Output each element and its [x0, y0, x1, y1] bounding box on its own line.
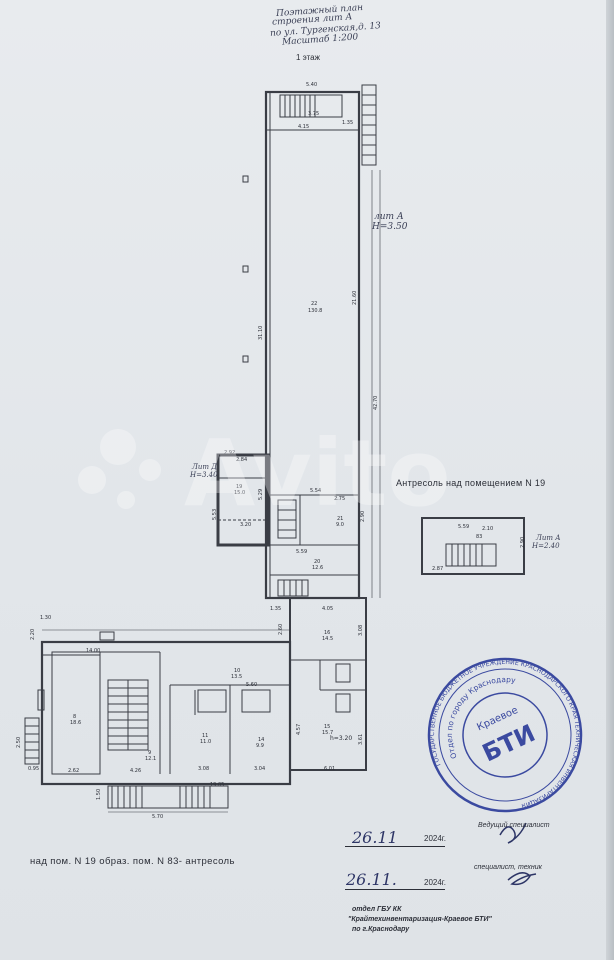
- mezzanine-lit: Лит А: [536, 534, 561, 542]
- org-line-1: отдел ГБУ КК: [352, 906, 402, 913]
- sign-line-2: [345, 889, 445, 890]
- sign-line-1: [345, 846, 445, 847]
- dim-wing-a: 5.60: [246, 682, 257, 688]
- mezz-dim-2: 2.90: [520, 537, 526, 548]
- mezz-dim-4: 2.10: [482, 526, 493, 532]
- room-area: 18.6: [70, 720, 81, 726]
- sign-year-1: 2024г.: [424, 834, 446, 843]
- sign-year-2: 2024г.: [424, 878, 446, 887]
- dim-wing-top: 14.00: [86, 648, 100, 654]
- room-number: 22: [311, 301, 317, 307]
- dim-bottom-b: 1.50: [96, 789, 102, 800]
- org-line-3: по г.Краснодару: [352, 926, 410, 933]
- lit-d-height: Н=3.40: [190, 471, 218, 479]
- room-number: 14: [258, 737, 264, 743]
- mezz-room-no: 83: [476, 534, 482, 540]
- room-area: 12.6: [312, 565, 323, 571]
- room-number: 19: [236, 484, 242, 490]
- signature-2: [507, 872, 537, 886]
- room-area: 15.0: [234, 490, 245, 496]
- dim-d-side: 5.53: [212, 509, 218, 520]
- room-area: 13.5: [231, 674, 242, 680]
- room-area: 11.0: [200, 739, 211, 745]
- dim-mid-c: 5.59: [296, 549, 307, 555]
- dim-stair-c: 1.35: [342, 120, 353, 126]
- watermark-text: Avito: [184, 420, 451, 527]
- mezzanine-title: Антресоль над помещением N 19: [396, 478, 546, 488]
- room-area: 12.1: [145, 756, 156, 762]
- dim-wing-g: 4.26: [130, 768, 141, 774]
- dim-lower-d: 1.35: [270, 606, 281, 612]
- bti-stamp: ГОСУДАРСТВЕННОЕ БЮДЖЕТНОЕ УЧРЕЖДЕНИЕ КРА…: [404, 634, 606, 836]
- dim-wing-i: 2.50: [16, 737, 22, 748]
- sign-date-2: 26.11.: [346, 870, 397, 889]
- room-number: 10: [234, 668, 240, 674]
- dim-lower-a: 4.05: [322, 606, 333, 612]
- dim-wing-left: 2.20: [30, 629, 36, 640]
- dim-wing-j: 0.95: [28, 766, 39, 772]
- room-area: 130.8: [308, 308, 322, 314]
- dim-d-width: 2.84: [236, 457, 247, 463]
- mezz-dim-1: 5.59: [458, 524, 469, 530]
- room-height: h=3.20: [330, 735, 352, 742]
- sign-role-2: специалист, техник: [474, 864, 542, 871]
- room-number: 11: [202, 733, 208, 739]
- dim-wing-h: 2.62: [68, 768, 79, 774]
- plan-note: над пом. N 19 образ. пом. N 83- антресол…: [30, 856, 235, 867]
- dim-right-total: 42.70: [373, 396, 379, 410]
- dim-wing-f: 3.04: [254, 766, 265, 772]
- dim-mid-a: 5.54: [310, 488, 321, 494]
- avito-watermark: Avito: [78, 420, 451, 527]
- room-area: 9.9: [256, 743, 264, 749]
- room-number: 9: [148, 750, 151, 756]
- room-number: 16: [324, 630, 330, 636]
- dim-top: 5.40: [306, 82, 317, 88]
- signature-1: [499, 822, 527, 844]
- page-edge: [606, 0, 614, 960]
- mezz-dim-3: 2.87: [432, 566, 443, 572]
- room-area: 9.0: [336, 522, 344, 528]
- dim-d-height: 5.29: [258, 489, 264, 500]
- dim-lower-b: 3.08: [358, 625, 364, 636]
- dim-stair-a: 3.75: [308, 111, 319, 117]
- lit-d-name: Лит Д: [192, 463, 217, 471]
- mezzanine-height: Н=2.40: [532, 542, 560, 550]
- sign-role-1: Ведущий специалист: [478, 822, 550, 829]
- dim-wing-b: 4.57: [296, 724, 302, 735]
- room-number: 8: [73, 714, 76, 720]
- dim-wing-corner: 1.30: [40, 615, 51, 621]
- room-number: 21: [337, 516, 343, 522]
- room-area: 14.5: [322, 636, 333, 642]
- room-area: 15.7: [322, 730, 333, 736]
- dim-d-left: 2.92: [224, 450, 235, 456]
- dim-mid-d: 2.90: [360, 511, 366, 522]
- dim-left-long: 31.10: [258, 326, 264, 340]
- lit-a-height: Н=3.50: [372, 222, 408, 232]
- dim-wing-c: 3.61: [358, 734, 364, 745]
- lit-a-name: лит А: [374, 212, 404, 222]
- dim-mid-b: 2.75: [334, 496, 345, 502]
- dim-lower-c: 2.60: [278, 624, 284, 635]
- dim-wing-e: 3.08: [198, 766, 209, 772]
- dim-stair-b: 4.15: [298, 124, 309, 130]
- dim-d-inner: 3.20: [240, 522, 251, 528]
- dim-bottom-a: 5.70: [152, 814, 163, 820]
- dim-bottom-c: 19.05: [210, 782, 224, 788]
- room-number: 20: [314, 559, 320, 565]
- room-number: 15: [324, 724, 330, 730]
- floor-label: 1 этаж: [296, 53, 320, 62]
- org-line-2: "Крайтехинвентаризация-Краевое БТИ": [348, 916, 492, 923]
- dim-wing-d: 6.01: [324, 766, 335, 772]
- dim-right-long: 21.60: [352, 291, 358, 305]
- sign-date-1: 26.11: [352, 828, 398, 847]
